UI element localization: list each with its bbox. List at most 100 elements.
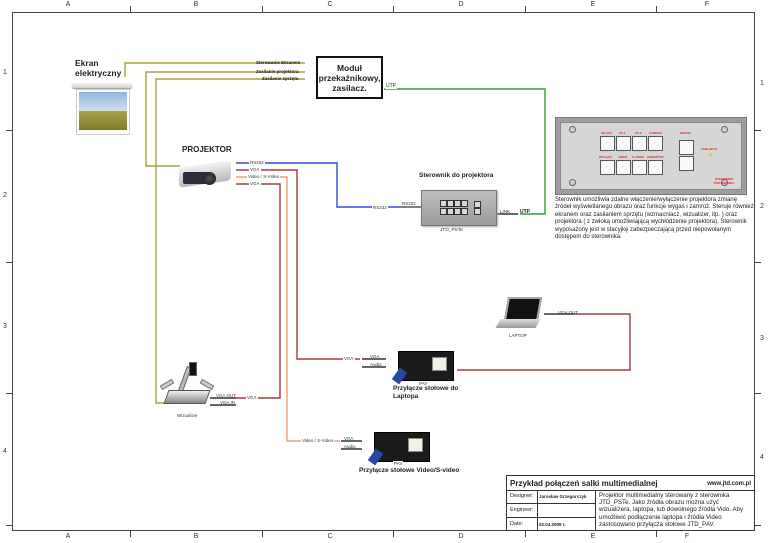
- row-tick: [6, 393, 12, 394]
- panel-label: ZAMROŹ: [649, 131, 662, 135]
- row-tick: [6, 262, 12, 263]
- controller-title: Sterownik do projektora: [419, 172, 494, 179]
- screen-picture: [76, 89, 130, 135]
- panel-label: WŁĄCZ: [601, 131, 612, 135]
- visualizer-port-in: VGA IN: [220, 400, 236, 405]
- engineer-row: Engineer:: [507, 504, 595, 518]
- panel-button-screen-down: [679, 156, 694, 171]
- col-tick: [393, 6, 394, 12]
- module-line3: zasilacz.: [332, 82, 367, 93]
- panel-button: [616, 160, 631, 175]
- pav-laptop-in-label: VGA: [343, 356, 355, 361]
- pav-video-image: [367, 432, 430, 466]
- controller-image: [421, 190, 497, 226]
- panel-button: [632, 160, 647, 175]
- col-tick: [262, 531, 263, 537]
- row-tick: [755, 130, 761, 131]
- controller-key: [461, 208, 468, 215]
- projector-port-rs232: RS232: [249, 160, 265, 165]
- panel-label: VIDEO: [618, 155, 628, 159]
- row-tick: [6, 130, 12, 131]
- controller-description: Sterownik umożliwia zdalne włączenie/wył…: [555, 197, 754, 241]
- panel-label: ZEWNĘTRZ: [647, 155, 664, 159]
- controller-key: [474, 201, 481, 208]
- laptop-screen: [503, 297, 543, 321]
- row-label-4-right: 4: [760, 454, 764, 461]
- pav-video-model: PAV: [393, 461, 404, 466]
- col-tick: [393, 531, 394, 537]
- panel-button: [648, 136, 663, 151]
- panel-label: WYŁĄCZ: [599, 155, 612, 159]
- drawing-frame: [12, 12, 755, 531]
- title-block-divider: [537, 490, 538, 531]
- row-label-2: 2: [3, 192, 7, 199]
- title-block-header: Przykład połączeń salki multimedialnej w…: [507, 476, 754, 491]
- panel-button: [600, 160, 615, 175]
- pav-video-port-vga: VGA: [344, 436, 354, 441]
- module-line2: przekaźnikowy,: [318, 72, 381, 83]
- controller-key: [447, 200, 454, 207]
- label-utp-module: UTP: [385, 83, 397, 89]
- row-tick: [755, 525, 761, 526]
- row-label-3-right: 3: [760, 335, 764, 342]
- wire-projector-power: [145, 71, 305, 167]
- designer-value: Jarosław Grzegorczyk: [539, 494, 587, 499]
- date-label: Date:: [510, 521, 524, 527]
- row-label-4: 4: [3, 448, 7, 455]
- panel-button: [648, 160, 663, 175]
- projector-port-vga1: VGA: [249, 167, 261, 172]
- row-tick: [755, 262, 761, 263]
- screw: [721, 126, 728, 133]
- wire-vga-laptop-pav: [236, 169, 360, 360]
- col-label-d-bottom: D: [458, 533, 464, 540]
- wire-vga-visualizer: [236, 183, 281, 399]
- col-label-f-bottom: F: [684, 533, 690, 540]
- wire-screen-control: [124, 62, 305, 77]
- col-tick: [130, 531, 131, 537]
- panel-button: [600, 136, 615, 151]
- panel-label: S-VIDEO: [632, 155, 645, 159]
- col-tick: [656, 6, 657, 12]
- laptop-image: [495, 297, 543, 331]
- laptop-port-label: VGA OUT: [558, 310, 579, 315]
- controller-key: [440, 208, 447, 215]
- pav-video-port-audio: Audio: [344, 444, 356, 449]
- designer-row: Designer: Jarosław Grzegorczyk: [507, 490, 595, 504]
- screw: [569, 179, 576, 186]
- pav-laptop-model: PAV: [418, 381, 429, 386]
- panel-label-screen: EKRAN: [680, 131, 691, 135]
- panel-button: [632, 136, 647, 151]
- col-tick: [525, 6, 526, 12]
- panel-label: PV-2: [635, 131, 642, 135]
- controller-key: [461, 200, 468, 207]
- title-block-url[interactable]: www.jtd.com.pl: [707, 481, 751, 487]
- pav-laptop-port-vga: VGA: [370, 354, 380, 359]
- col-tick: [130, 6, 131, 12]
- wire-utp: [384, 88, 546, 215]
- projector-title: PROJEKTOR: [182, 145, 232, 154]
- engineer-label: Engineer:: [510, 507, 534, 513]
- col-label-c-bottom: C: [327, 533, 333, 540]
- projector-port-vga2: VGA: [249, 181, 261, 186]
- col-label-a: A: [65, 1, 71, 8]
- col-tick: [262, 6, 263, 12]
- row-label-1-right: 1: [760, 80, 764, 87]
- col-label-d: D: [458, 1, 464, 8]
- visualizer-image: [159, 360, 215, 408]
- controller-rs232-a: RS232: [372, 205, 388, 210]
- controller-key: [474, 208, 481, 215]
- visualizer-camera: [189, 362, 197, 376]
- label-screen-control: Sterowanie Ekranem: [256, 60, 301, 65]
- pav-laptop-title-line2: Laptopa: [393, 393, 419, 400]
- controller-rs232-b: RS232: [402, 201, 416, 206]
- pav-video-in-label: Video / S-Video: [301, 438, 335, 443]
- projector-port-video: Video / S-Video: [247, 174, 281, 179]
- wire-rs232: [236, 162, 400, 208]
- screw: [721, 179, 728, 186]
- controller-key: [440, 200, 447, 207]
- screen-title-line1: Ekran: [75, 58, 99, 68]
- pav-laptop-port-audio: Audio: [370, 362, 382, 367]
- title-block-note: Projektor multimedialny sterowany z ster…: [599, 492, 744, 528]
- controller-utp: UTP: [520, 209, 530, 215]
- col-label-e: E: [590, 1, 596, 8]
